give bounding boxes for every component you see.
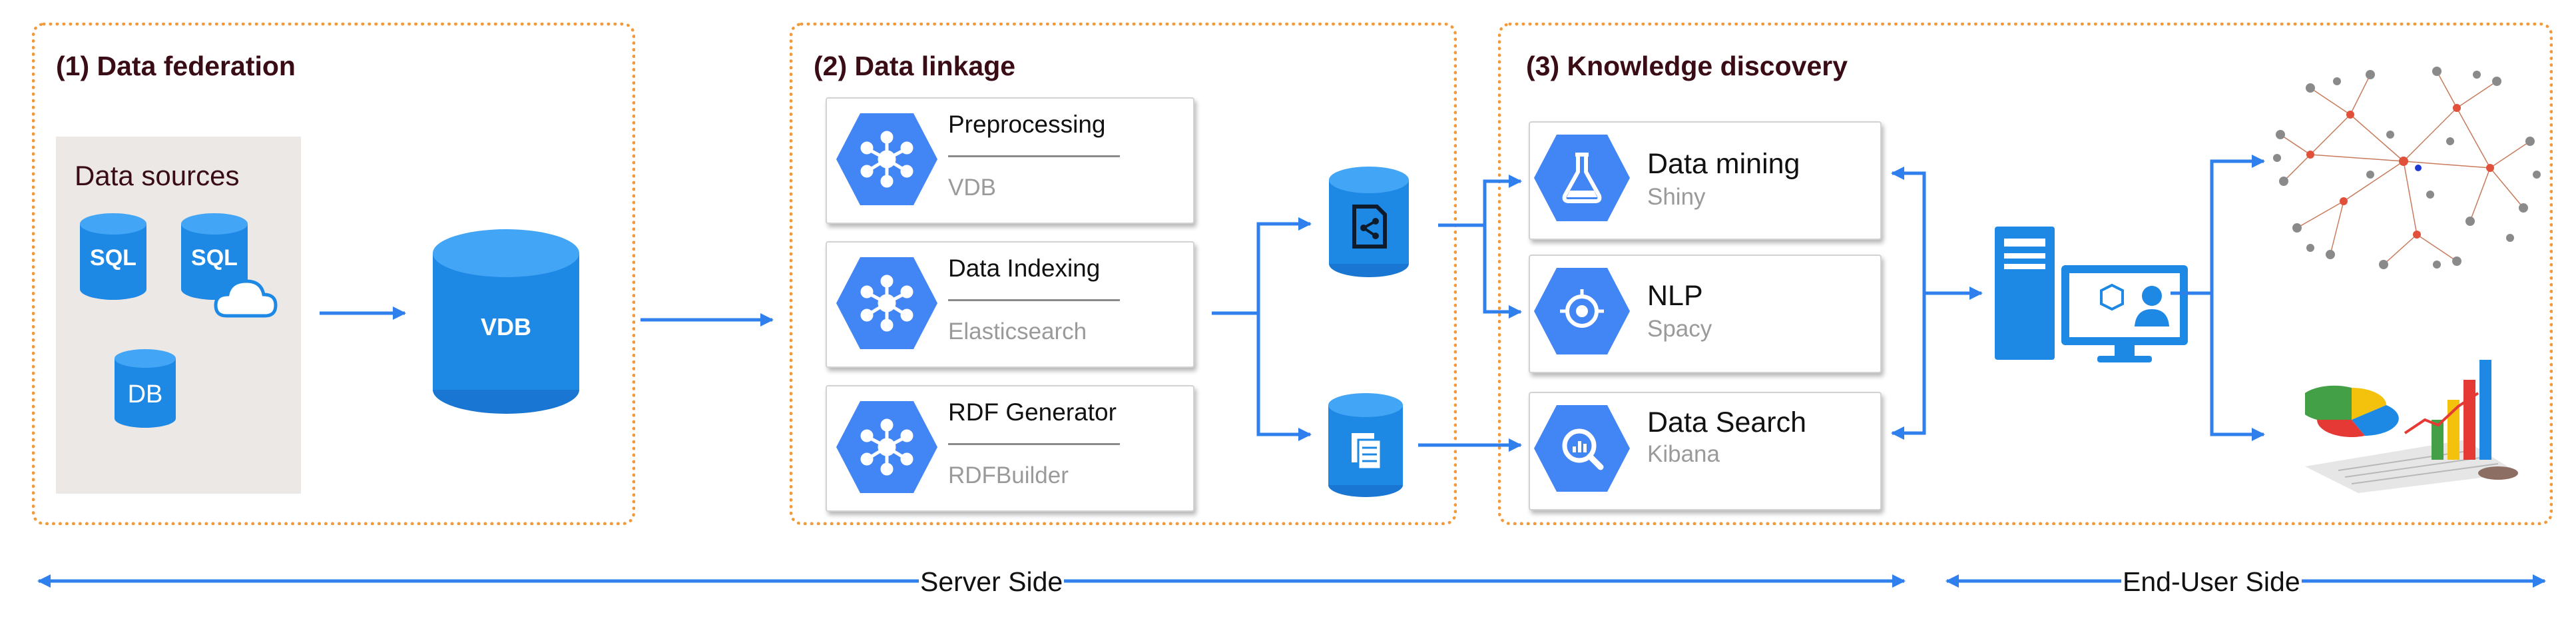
db-label: DB — [128, 380, 163, 408]
arrow-graph-db-to-mining — [1438, 175, 1522, 227]
search-icon — [1534, 405, 1630, 492]
end-user-side-label: End-User Side — [2121, 566, 2302, 598]
hub-hex-icon — [836, 401, 937, 493]
card-subtitle-vdb: VDB — [948, 175, 996, 201]
section-title-federation: (1) Data federation — [56, 51, 296, 81]
card-divider — [948, 299, 1120, 301]
card-divider — [948, 443, 1120, 445]
section-title-discovery: (3) Knowledge discovery — [1526, 51, 1848, 81]
arrow-graph-db-to-nlp — [1483, 225, 1522, 318]
server-side-label: Server Side — [919, 566, 1065, 598]
card-title-data-search: Data Search — [1647, 406, 1807, 438]
flask-icon — [1534, 135, 1630, 221]
card-title-preprocessing: Preprocessing — [948, 111, 1106, 138]
card-subtitle-shiny: Shiny — [1647, 184, 1706, 210]
sql-cloud-db-icon: SQL — [181, 213, 278, 318]
vdb-database-icon: VDB — [433, 229, 579, 414]
computer-user-icon — [1995, 227, 2188, 362]
section-knowledge-discovery — [1498, 23, 2553, 525]
card-subtitle-spacy: Spacy — [1647, 316, 1712, 342]
sql-label: SQL — [90, 245, 136, 271]
section-data-federation — [32, 23, 635, 525]
arrow-computer-to-search — [1891, 293, 1926, 440]
db-icon: DB — [115, 349, 176, 428]
arrow-computer-to-charts — [2210, 293, 2265, 441]
hub-hex-icon — [836, 257, 937, 349]
graph-db-icon — [1329, 167, 1409, 277]
arrow-computer-to-mining — [1891, 167, 1926, 293]
charts-report-icon — [2305, 360, 2518, 493]
vdb-label: VDB — [481, 313, 531, 340]
document-db-icon — [1328, 393, 1403, 497]
arrow-computer-to-graph — [2171, 155, 2265, 295]
card-title-rdf-generator: RDF Generator — [948, 398, 1117, 426]
card-subtitle-elasticsearch: Elasticsearch — [948, 318, 1087, 344]
card-divider — [948, 155, 1120, 157]
arrow-linkage-to-document-db — [1256, 313, 1312, 441]
hub-hex-icon — [836, 113, 937, 205]
card-title-data-indexing: Data Indexing — [948, 255, 1101, 282]
card-title-nlp: NLP — [1647, 280, 1703, 312]
arrow-linkage-to-graph-db — [1212, 217, 1312, 315]
sql-label: SQL — [191, 245, 238, 271]
card-subtitle-rdfbuilder: RDFBuilder — [948, 462, 1069, 488]
sql-db-icon: SQL — [80, 213, 146, 300]
card-title-data-mining: Data mining — [1647, 148, 1800, 180]
network-graph-icon — [2273, 67, 2541, 269]
section-title-linkage: (2) Data linkage — [814, 51, 1016, 81]
nlp-target-icon — [1534, 268, 1630, 354]
data-sources-label: Data sources — [75, 160, 240, 191]
section-data-linkage — [790, 23, 1457, 525]
card-subtitle-kibana: Kibana — [1647, 441, 1720, 467]
